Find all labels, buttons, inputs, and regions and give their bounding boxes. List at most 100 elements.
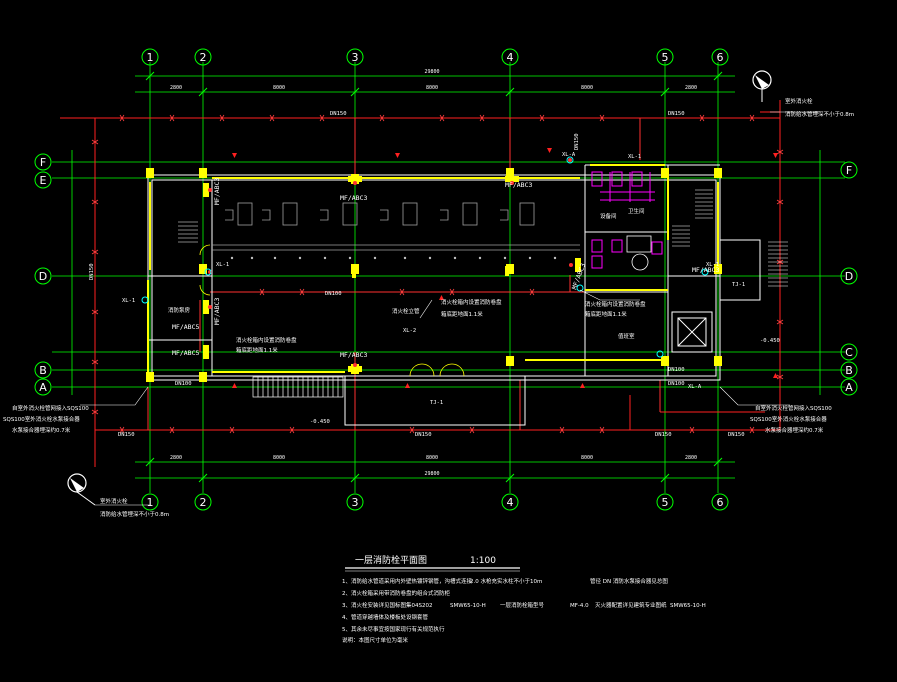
axis-row-a-right: A bbox=[845, 381, 853, 394]
title-scale: 1:100 bbox=[470, 556, 496, 566]
note-room-mech: 设备间 bbox=[600, 212, 617, 220]
dim-span-3: 8000 bbox=[426, 85, 438, 91]
general-note-5: 5、其余未尽事宜按国家现行有关规范执行 bbox=[342, 625, 445, 633]
axis-row-f-right: F bbox=[846, 164, 852, 177]
dim-overall-top: 29800 bbox=[424, 69, 439, 75]
axis-col-3-bottom: 3 bbox=[352, 496, 359, 509]
note-left-valve: SQS100室外消火栓水泵接合器 bbox=[3, 415, 80, 423]
note-top-right-sub: 消防给水管埋深不小于0.8m bbox=[785, 110, 854, 118]
general-note-extra-4: 一层消防栓箱型号 bbox=[500, 601, 545, 609]
label-main-bottom-right: DN150 bbox=[655, 432, 672, 438]
dim-span-2-bottom: 8000 bbox=[273, 455, 285, 461]
label-riser-1-right: XL-1 bbox=[706, 262, 719, 268]
label-branch-mid: DN100 bbox=[325, 291, 342, 297]
note-room-pump: 消防泵房 bbox=[168, 306, 191, 314]
label-cabinet-bottom: MF/ABC3 bbox=[340, 351, 367, 359]
label-pump-bottom: TJ-1 bbox=[430, 400, 443, 406]
label-cabinet-left-2: MF/ABC3 bbox=[213, 298, 221, 325]
axis-col-6: 6 bbox=[717, 51, 724, 64]
drawing-title: 一层消防栓平面图 1:100 bbox=[345, 554, 520, 572]
label-main-vertical-top: DN150 bbox=[574, 133, 580, 150]
general-note-4: 4、管道穿越墙体及楼板处设钢套管 bbox=[342, 613, 429, 621]
label-cabinet-left-1: MF/ABC3 bbox=[213, 178, 221, 205]
axis-row-c-right: C bbox=[845, 346, 853, 359]
label-main-top-right: DN150 bbox=[668, 111, 685, 117]
general-note-extra-3: SMW65-10-H bbox=[450, 603, 486, 609]
axis-col-1-bottom: 1 bbox=[147, 496, 154, 509]
title-name: 一层消防栓平面图 bbox=[355, 554, 427, 566]
axis-row-f: F bbox=[40, 156, 46, 169]
entrance-steps bbox=[252, 376, 344, 398]
pipe-support-marks bbox=[91, 114, 784, 434]
dim-span-5: 2800 bbox=[685, 85, 697, 91]
dim-span-1-bottom: 2800 bbox=[170, 455, 182, 461]
axis-row-e: E bbox=[40, 174, 47, 187]
dim-span-2: 8000 bbox=[273, 85, 285, 91]
riser-markers bbox=[141, 156, 709, 358]
label-main-bottom-mid: DN150 bbox=[415, 432, 432, 438]
label-branch-right-2: DN100 bbox=[668, 381, 685, 387]
label-riser-1-left-2: XL-1 bbox=[122, 298, 135, 304]
annotation-notes: 自室外消火栓管网接入SQS100 SQS100室外消火栓水泵接合器 水泵接合器埋… bbox=[3, 97, 854, 518]
general-notes: 1、消防给水管道采用内外壁热镀锌钢管，沟槽式连接 2、消火栓箱采用带消防卷盘的组… bbox=[342, 577, 706, 644]
interior-fixtures bbox=[212, 202, 580, 251]
dimension-texts: 29800 2800 8000 8000 8000 2800 29800 280… bbox=[170, 69, 697, 477]
axis-col-4-bottom: 4 bbox=[507, 496, 514, 509]
hydrant-cabinets bbox=[203, 176, 581, 372]
pipe-labels: DN150 DN150 DN150 DN150 DN150 DN150 DN15… bbox=[89, 111, 780, 438]
restroom-fixtures bbox=[591, 171, 663, 269]
note-wc: 卫生间 bbox=[628, 207, 645, 215]
axis-row-b-right: B bbox=[845, 364, 853, 377]
axis-col-4: 4 bbox=[507, 51, 514, 64]
axis-col-1: 1 bbox=[147, 51, 154, 64]
extinguisher-markers bbox=[232, 148, 778, 388]
label-branch-right: DN100 bbox=[668, 367, 685, 373]
label-riser-a-top: XL-A bbox=[562, 152, 576, 158]
label-cabinet-left-4: MF/ABC5 bbox=[172, 349, 199, 357]
general-note-extra-6: 灭火器配置详见建筑专业图纸 bbox=[595, 601, 667, 609]
hydrant-valves bbox=[208, 158, 573, 367]
general-note-2: 2、消火栓箱采用带消防卷盘的组合式消防柜 bbox=[342, 589, 451, 597]
grid-labels: 1 2 3 4 5 6 1 2 3 4 5 6 F E D B A F D C … bbox=[39, 51, 853, 509]
axis-col-2: 2 bbox=[200, 51, 207, 64]
label-riser-2: XL-2 bbox=[403, 328, 416, 334]
note-cabinet-6: 箱底距地面1.1米 bbox=[585, 310, 627, 318]
label-branch-bottom: DN100 bbox=[175, 381, 192, 387]
general-note-extra-7: SMW65-10-H bbox=[670, 603, 706, 609]
axis-row-d-right: D bbox=[845, 270, 853, 283]
general-note-1: 1、消防给水管道采用内外壁热镀锌钢管，沟槽式连接 bbox=[342, 577, 473, 585]
note-right-valve: SQS100室外消火栓水泵接合器 bbox=[750, 415, 827, 423]
note-right-depth: 水泵接合器埋深约0.7米 bbox=[765, 426, 824, 434]
doors bbox=[199, 244, 465, 377]
ceiling-dots bbox=[230, 256, 557, 260]
note-left-depth: 水泵接合器埋深约0.7米 bbox=[12, 426, 71, 434]
axis-row-a: A bbox=[39, 381, 47, 394]
label-cabinet-right: MF/ABC3 bbox=[692, 266, 719, 274]
label-main-bottom-right-2: DN150 bbox=[728, 432, 745, 438]
label-main-bottom-left: DN150 bbox=[118, 432, 135, 438]
yellow-walls bbox=[147, 164, 719, 376]
outdoor-hydrant-top bbox=[752, 70, 772, 102]
note-room-lobby: 值班室 bbox=[618, 332, 635, 340]
dim-span-1: 2800 bbox=[170, 85, 182, 91]
note-cabinet-1: 消火栓箱内设置消防卷盘 bbox=[236, 336, 297, 344]
note-bottom-left-sub: 消防给水管埋深不小于0.8m bbox=[100, 510, 169, 518]
note-cabinet-2: 箱底距地面1.1米 bbox=[236, 346, 278, 354]
axis-col-6-bottom: 6 bbox=[717, 496, 724, 509]
dim-span-4-bottom: 8000 bbox=[581, 455, 593, 461]
label-elev-right: -0.450 bbox=[760, 338, 780, 344]
stair-left bbox=[178, 221, 198, 243]
leader-lines bbox=[80, 111, 820, 506]
elevator-shaft bbox=[671, 311, 713, 353]
label-riser-1-left: XL-1 bbox=[216, 262, 229, 268]
label-main-top-left: DN150 bbox=[330, 111, 347, 117]
axis-col-5: 5 bbox=[662, 51, 669, 64]
axis-col-2-bottom: 2 bbox=[200, 496, 207, 509]
stair-right bbox=[672, 189, 788, 287]
label-cabinet-top-2: MF/ABC3 bbox=[505, 181, 532, 189]
note-cabinet-3: 消火栓箱内设置消防卷盘 bbox=[441, 298, 502, 306]
dim-span-5-bottom: 2800 bbox=[685, 455, 697, 461]
axis-row-b: B bbox=[39, 364, 47, 377]
note-left-connection: 自室外消火栓管网接入SQS100 bbox=[12, 404, 89, 412]
